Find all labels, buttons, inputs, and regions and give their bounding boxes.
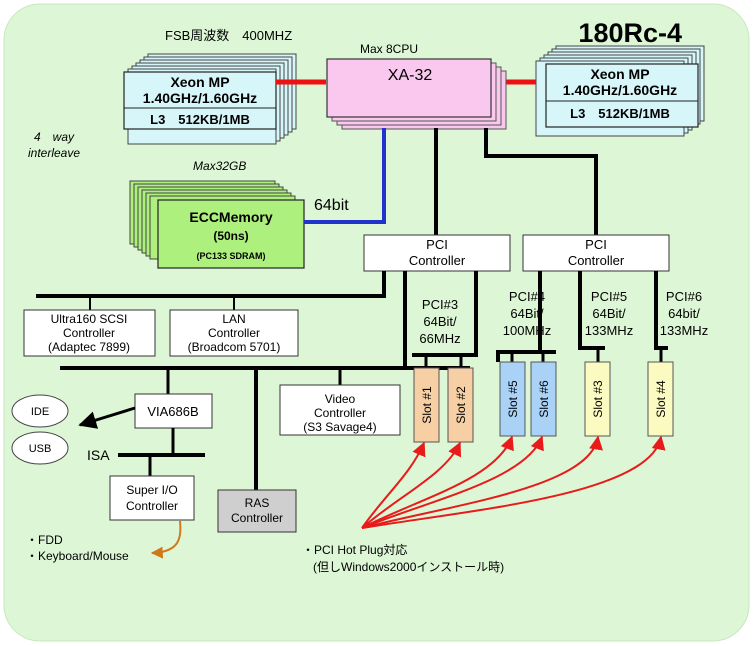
bus-scsi-lan [36, 271, 386, 298]
slot-6 [530, 361, 557, 437]
pci-controller-left-box [363, 234, 511, 272]
cpu-stack-left: Xeon MP 1.40GHz/1.60GHz L3 512KB/1MB [123, 53, 297, 145]
memory-link [304, 128, 386, 224]
slot-5-label: Slot #5 [506, 380, 520, 418]
slot-4 [647, 361, 674, 437]
pci5-width: 64Bit/ [592, 306, 626, 321]
usb-port [11, 431, 69, 465]
hotplug-arrow-slot2 [361, 441, 461, 529]
lan-controller-box [169, 309, 299, 357]
slot-3-label: Slot #3 [591, 380, 605, 418]
ide-label: IDE [31, 406, 49, 418]
pci3-name: PCI#3 [422, 297, 458, 312]
scsi-controller-line2: Controller [63, 326, 115, 340]
pci6-speed: 133MHz [660, 323, 708, 338]
superio-controller-line1: Super I/O [126, 483, 177, 497]
cpu-right-cache: L3 512KB/1MB [570, 106, 670, 121]
memory-bus-label: 64bit [314, 197, 349, 214]
hotplug-arrow-slot1 [361, 441, 426, 529]
pci3-speed: 66MHz [419, 331, 460, 346]
cpu-stack-right: Xeon MP 1.40GHz/1.60GHz L3 512KB/1MB [535, 45, 705, 137]
video-controller-line3: (S3 Savage4) [303, 420, 376, 434]
pci5-name: PCI#5 [591, 289, 627, 304]
cpu-left-frequency: 1.40GHz/1.60GHz [143, 90, 257, 106]
pci6-name: PCI#6 [666, 289, 702, 304]
scsi-controller-box [23, 309, 156, 357]
interleave-label-line1: 4 way [34, 130, 75, 144]
max-cpu-label: Max 8CPU [360, 42, 418, 56]
pci4-speed: 100MHz [503, 323, 551, 338]
memory-type: (PC133 SDRAM) [196, 251, 265, 261]
pci-controller-right-line2: Controller [568, 253, 625, 268]
video-controller-box [279, 384, 401, 436]
slot-4-label: Slot #4 [654, 380, 668, 418]
via-to-ide-usb-arrow [78, 406, 136, 429]
usb-label: USB [29, 443, 52, 455]
pci3-width: 64Bit/ [423, 314, 457, 329]
slot-6-label: Slot #6 [537, 380, 551, 418]
video-controller-line2: Controller [314, 406, 366, 420]
lan-controller-line1: LAN [222, 312, 245, 326]
chipset-to-pci-right [484, 128, 598, 235]
memory-speed: (50ns) [213, 229, 248, 243]
pci5-speed: 133MHz [585, 323, 633, 338]
ide-port [11, 394, 69, 428]
superio-to-keyboard-arrow [150, 520, 182, 559]
cpu-left-name: Xeon MP [170, 74, 229, 90]
keyboard-mouse-label: ・Keyboard/Mouse [26, 549, 129, 563]
isa-label: ISA [87, 447, 110, 463]
hotplug-note-line2: (但しWindows2000インストール時) [313, 560, 504, 574]
fdd-label: ・FDD [26, 533, 63, 547]
cpu-left-cache: L3 512KB/1MB [150, 112, 250, 127]
pci-controller-left-line1: PCI [426, 237, 448, 252]
cpu-right-frequency: 1.40GHz/1.60GHz [563, 82, 677, 98]
pci-controller-left-line2: Controller [409, 253, 466, 268]
interleave-label-line2: interleave [28, 146, 80, 160]
pci4-width: 64Bit/ [510, 306, 544, 321]
pci-controller-right-line1: PCI [585, 237, 607, 252]
fsb-frequency-label: FSB周波数 400MHZ [165, 28, 292, 43]
hotplug-arrows [361, 435, 666, 529]
hotplug-arrow-slot3 [361, 435, 603, 529]
lan-controller-line2: Controller [208, 326, 260, 340]
pci-controller-right-box [522, 234, 670, 272]
superio-controller-box [109, 475, 195, 521]
slot-1 [413, 367, 440, 443]
pci6-width: 64bit/ [668, 306, 700, 321]
ras-controller-line2: Controller [231, 511, 283, 525]
hotplug-note-line1: ・PCI Hot Plug対応 [302, 543, 407, 557]
ras-controller-box [217, 489, 297, 533]
slot-3 [584, 361, 611, 437]
chipset-xa32: XA-32 [326, 58, 507, 130]
lan-controller-line3: (Broadcom 5701) [188, 340, 281, 354]
hotplug-arrow-slot5 [361, 435, 514, 529]
slot-2-label: Slot #2 [454, 386, 468, 424]
max-memory-label: Max32GB [193, 159, 246, 173]
scsi-controller-line3: (Adaptec 7899) [48, 340, 130, 354]
chipset-label: XA-32 [388, 67, 433, 84]
bus-pci6 [654, 271, 668, 350]
superio-controller-line2: Controller [126, 499, 178, 513]
slot-1-label: Slot #1 [420, 386, 434, 424]
hotplug-arrow-slot6 [361, 435, 544, 529]
video-controller-line1: Video [325, 392, 356, 406]
cpu-right-name: Xeon MP [590, 66, 649, 82]
diagram-title: 180Rc-4 [578, 18, 682, 48]
ras-controller-line1: RAS [245, 496, 270, 510]
memory-name: ECCMemory [189, 209, 272, 225]
hotplug-arrow-slot4 [361, 435, 666, 529]
via686b-label: VIA686B [147, 404, 198, 419]
memory-stack: ECCMemory (50ns) (PC133 SDRAM) [129, 180, 305, 269]
pci4-name: PCI#4 [509, 289, 545, 304]
slot-5 [499, 361, 526, 437]
scsi-controller-line1: Ultra160 SCSI [51, 312, 128, 326]
